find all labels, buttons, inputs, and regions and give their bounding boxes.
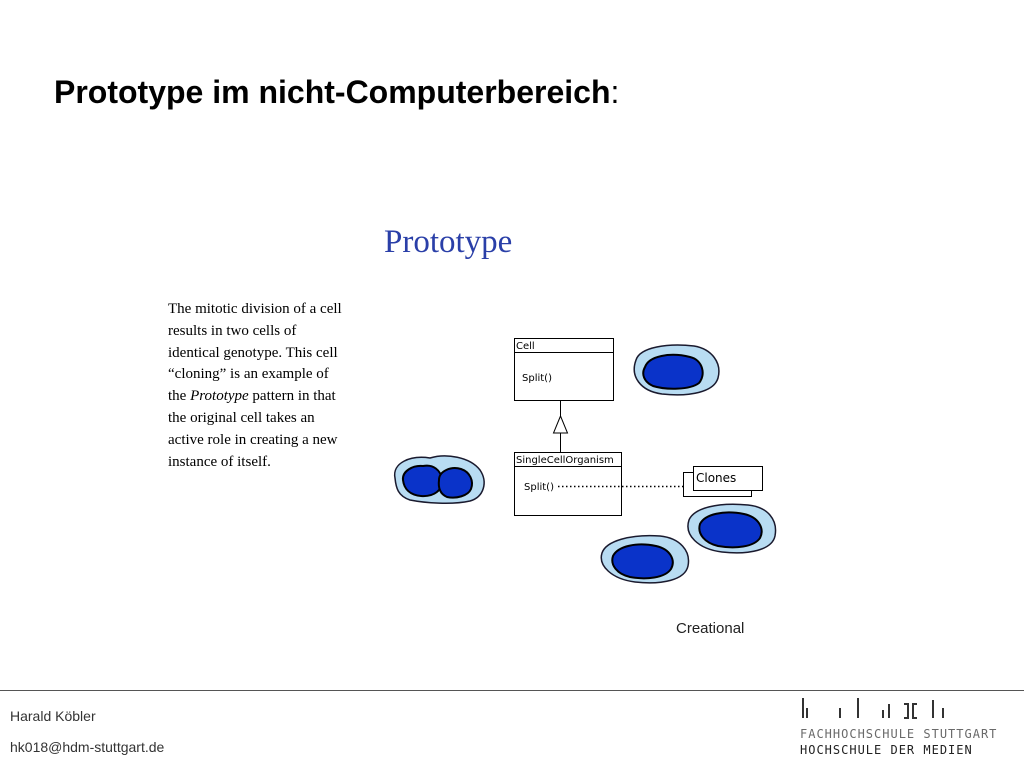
organism-class-name: SingleCellOrganism bbox=[516, 455, 614, 466]
inheritance-arrow bbox=[552, 400, 569, 452]
slide-title: Prototype im nicht-Computerbereich: bbox=[54, 74, 619, 111]
figure-title: Prototype bbox=[384, 224, 513, 260]
footer-email: hk018@hdm-stuttgart.de bbox=[10, 739, 165, 755]
university-logo: FACHHOCHSCHULE STUTTGART HOCHSCHULE DER … bbox=[800, 698, 997, 757]
slide-title-text: Prototype im nicht-Computerbereich bbox=[54, 74, 611, 110]
clone-cell-bottom-image bbox=[600, 534, 690, 584]
clone-cell-right-image bbox=[687, 503, 777, 554]
logo-line-hochschule: HOCHSCHULE DER MEDIEN bbox=[800, 743, 973, 757]
prototype-diagram: Cell Split() SingleCellOrganism Split() … bbox=[394, 338, 777, 584]
slide-title-colon: : bbox=[610, 74, 620, 110]
cell-class-method: Split() bbox=[522, 373, 552, 384]
description-text-start: The mitotic division of a cell results i… bbox=[168, 301, 342, 405]
organism-class-method: Split() bbox=[524, 482, 554, 493]
footer-author: Harald Köbler bbox=[10, 708, 96, 724]
footer-divider bbox=[0, 690, 1024, 691]
figure-description: The mitotic division of a cell results i… bbox=[168, 299, 346, 473]
clones-note: Clones bbox=[683, 466, 763, 497]
logo-line-fachhochschule: FACHHOCHSCHULE STUTTGART bbox=[800, 727, 997, 741]
logo-mark bbox=[802, 698, 944, 719]
cell-class-name: Cell bbox=[516, 341, 535, 352]
description-emphasis: Prototype bbox=[190, 388, 249, 405]
uml-class-cell: Cell Split() bbox=[514, 338, 614, 401]
description-text-end: pattern in that the original cell takes … bbox=[168, 388, 338, 470]
parent-cell-image bbox=[633, 344, 720, 396]
dividing-cell-image bbox=[394, 455, 485, 504]
figure-caption: Creational bbox=[676, 620, 745, 637]
uml-class-single-cell-organism: SingleCellOrganism Split() bbox=[514, 452, 622, 516]
clones-label: Clones bbox=[696, 471, 736, 485]
